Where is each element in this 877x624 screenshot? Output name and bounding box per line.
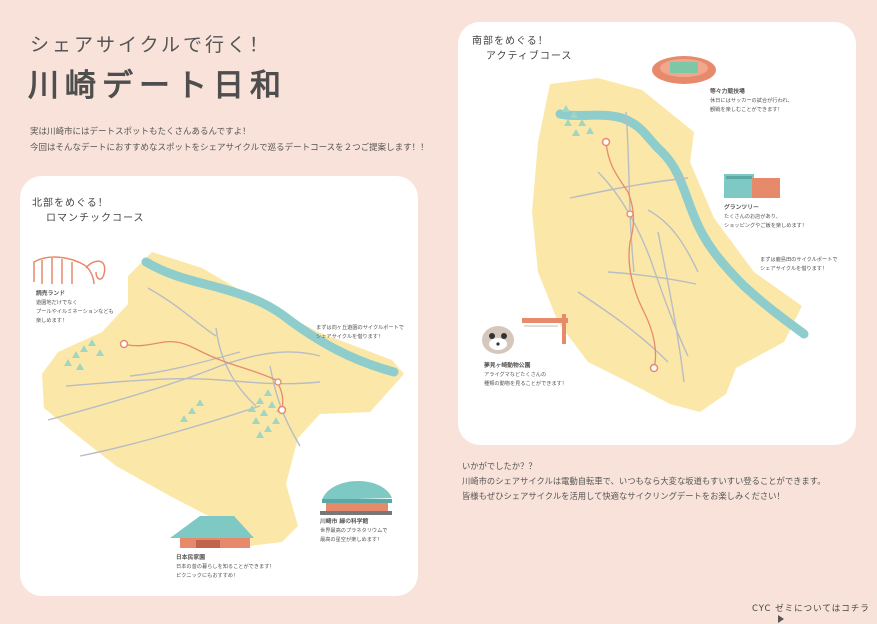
stadium-icon xyxy=(652,56,716,84)
spot-desc: 最高の星空が楽しめます！ xyxy=(320,537,383,543)
page-title: 川崎デート日和 xyxy=(28,68,287,104)
south-map-roads xyxy=(569,111,699,383)
south-start-note: まずは鹿島田のサイクルポートで シェアサイクルを借ります！ xyxy=(760,256,838,274)
outro-line: 川崎市のシェアサイクルは電動自転車で、いつもなら大変な坂道もすいすい登ることがで… xyxy=(462,476,826,486)
south-map-trees xyxy=(562,105,594,136)
page-subtitle: シェアサイクルで行く！ xyxy=(30,34,272,56)
intro-line: 今回はそんなデートにおすすめなスポットをシェアサイクルで巡るデートコースを２つご… xyxy=(30,143,429,153)
north-map-route xyxy=(123,340,284,411)
spot-desc: 観戦を楽しむことができます！ xyxy=(710,107,783,113)
spot-desc: プールやイルミネーションなども xyxy=(36,309,114,315)
north-course-heading: 北部をめぐる！ ロマンチックコース xyxy=(32,196,145,226)
north-map-pin xyxy=(119,339,129,349)
spot-desc: 遊園地だけでなく xyxy=(36,300,78,306)
spot-desc: シェアサイクルを借ります！ xyxy=(316,334,384,340)
north-map-pin xyxy=(277,405,287,415)
minka-house-icon xyxy=(170,516,254,548)
north-map xyxy=(33,252,404,548)
south-map xyxy=(482,56,809,412)
course-name: ロマンチックコース xyxy=(46,213,145,224)
course-name: アクティブコース xyxy=(486,51,573,62)
spot-name: グランツリー xyxy=(724,205,759,211)
north-start-note: まずは向ヶ丘遊園のサイクルポートで シェアサイクルを借ります！ xyxy=(316,324,404,342)
south-map-river xyxy=(555,109,809,339)
stadium-note: 等々力競技場 休日にはサッカーの試合が行われ、 観戦を楽しむことができます！ xyxy=(710,88,793,115)
south-map-pin xyxy=(626,210,634,218)
north-map-pin xyxy=(274,378,282,386)
spot-name: 川崎市 緑の科学館 xyxy=(320,519,369,525)
cyc-seminar-link[interactable]: CYC ゼミについてはコチラ xyxy=(752,602,877,624)
spot-desc: 種類の動物を見ることができます！ xyxy=(484,381,568,387)
zoo-note: 夢見ヶ崎動物公園 アライグマなどたくさんの 種類の動物を見ることができます！ xyxy=(484,362,567,389)
south-map-land xyxy=(532,78,802,412)
planetarium-icon xyxy=(320,480,392,515)
minkaen-note: 日本民家園 日本の昔の暮らしを知ることができます！ ピクニックにもおすすめ！ xyxy=(176,554,275,581)
north-map-trees xyxy=(64,339,284,438)
cyc-seminar-link-label: CYC ゼミについてはコチラ xyxy=(752,604,870,614)
course-region-label: 北部をめぐる！ xyxy=(32,198,109,209)
outro-text: いかがでしたか？？ 川崎市のシェアサイクルは電動自転車で、いつもなら大変な坂道も… xyxy=(462,459,826,504)
spot-desc: たくさんのお店があり、 xyxy=(724,214,781,220)
spot-name: 読売ランド xyxy=(36,291,65,297)
spot-desc: アライグマなどたくさんの xyxy=(484,372,547,378)
outro-line: 皆様もぜひシェアサイクルを活用して快適なサイクリングデートをお楽しみください！ xyxy=(462,491,785,501)
spot-name: 等々力競技場 xyxy=(710,89,745,95)
north-course-panel: 北部をめぐる！ ロマンチックコース xyxy=(20,176,418,596)
spot-desc: 楽しめます！ xyxy=(36,318,68,324)
spot-desc: ピクニックにもおすすめ！ xyxy=(176,573,239,579)
outro-line: いかがでしたか？？ xyxy=(462,461,537,471)
north-map-roads xyxy=(47,287,321,457)
park-gate-icon xyxy=(522,314,568,344)
course-region-label: 南部をめぐる！ xyxy=(472,36,549,47)
spot-desc: 休日にはサッカーの試合が行われ、 xyxy=(710,98,793,104)
spot-desc: まずは向ヶ丘遊園のサイクルポートで xyxy=(316,325,404,331)
yomiuri-land-note: 読売ランド 遊園地だけでなく プールやイルミネーションなども 楽しめます！ xyxy=(36,290,114,326)
south-map-pin xyxy=(649,363,659,373)
grandtree-note: グランツリー たくさんのお店があり、 ショッピングやご飯を楽しめます！ xyxy=(724,204,807,231)
spot-desc: シェアサイクルを借ります！ xyxy=(760,266,828,272)
north-map-river xyxy=(141,257,399,377)
south-map-route xyxy=(605,141,657,369)
spot-desc: ショッピングやご飯を楽しめます！ xyxy=(724,223,808,229)
south-map-pin xyxy=(601,137,611,147)
south-course-panel: 南部をめぐる！ アクティブコース xyxy=(458,22,856,445)
spot-desc: まずは鹿島田のサイクルポートで xyxy=(760,257,838,263)
science-museum-note: 川崎市 緑の科学館 世界最高のプラネタリウムで 最高の星空が楽しめます！ xyxy=(320,518,387,545)
raccoon-icon xyxy=(482,326,514,354)
spot-desc: 世界最高のプラネタリウムで xyxy=(320,528,388,534)
roller-coaster-icon xyxy=(33,256,106,285)
intro-line: 実は川崎市にはデートスポットもたくさんあるんですよ！ xyxy=(30,127,251,137)
intro-text: 実は川崎市にはデートスポットもたくさんあるんですよ！ 今回はそんなデートにおすす… xyxy=(30,124,429,156)
shopping-mall-icon xyxy=(724,174,780,198)
arrow-right-icon xyxy=(778,614,784,623)
north-map-land xyxy=(42,252,404,548)
spot-name: 夢見ヶ崎動物公園 xyxy=(484,363,531,369)
spot-desc: 日本の昔の暮らしを知ることができます！ xyxy=(176,564,275,570)
spot-name: 日本民家園 xyxy=(176,555,205,561)
south-course-heading: 南部をめぐる！ アクティブコース xyxy=(472,34,572,64)
